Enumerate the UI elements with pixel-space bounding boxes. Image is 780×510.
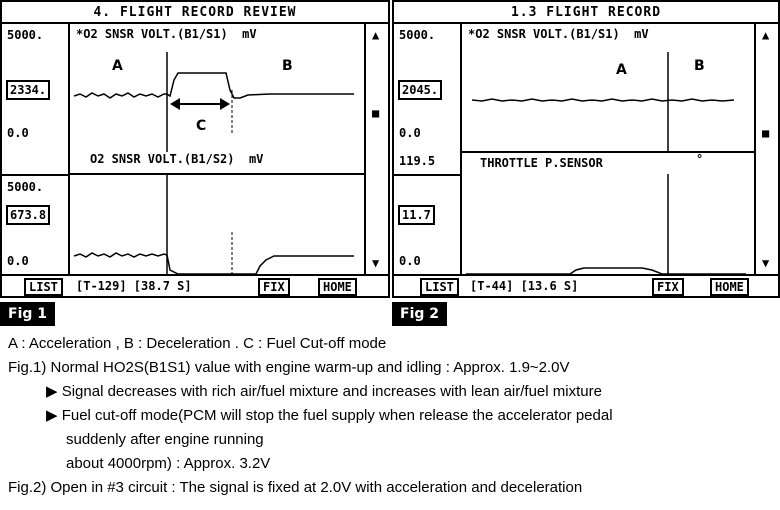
fig2-scan-screen: 1.3 FLIGHT RECORD 5000. 2045. 0.0 119.5 … <box>392 0 780 298</box>
fig1-scroll-up-button[interactable]: ▲ <box>372 28 380 42</box>
fig1-record-info: [T-129] [38.7 S] <box>76 279 192 293</box>
fig1-lower-trace <box>73 252 354 275</box>
explanation-notes: A : Acceleration , B : Deceleration . C … <box>8 332 613 500</box>
fig1-scroll-down-button[interactable]: ▼ <box>372 256 380 270</box>
fig2-tag: Fig 2 <box>392 302 447 326</box>
fig1-scroll-thumb[interactable]: ■ <box>372 106 380 120</box>
fig2-lower-min: 0.0 <box>399 254 421 268</box>
fig1-zone-c: C <box>196 118 207 134</box>
fig2-upper-trace <box>471 98 735 102</box>
fig1-note: Fig.1) Normal HO2S(B1S1) value with engi… <box>8 359 570 376</box>
fig2-upper-current: 2045. <box>398 80 443 100</box>
fig2-list-button[interactable]: LIST <box>420 278 459 296</box>
fig2-graph-svg <box>462 52 754 275</box>
bullet-2-continued-1: suddenly after engine running <box>66 431 264 448</box>
fig1-graph-svg <box>70 52 364 275</box>
fig1-lower-max: 5000. <box>7 180 44 194</box>
fig2-graph-area: *O2 SNSR VOLT.(B1/S1) mV THROTTLE P.SENS… <box>462 24 754 276</box>
fig2-record-info: [T-44] [13.6 S] <box>470 279 579 293</box>
legend-line: A : Acceleration , B : Deceleration . C … <box>8 335 387 352</box>
fig1-scan-screen: 4. FLIGHT RECORD REVIEW 5000. 2334. 0.0 … <box>0 0 390 298</box>
fig1-c-arrow-right <box>220 98 230 110</box>
fig2-zone-b: B <box>694 58 705 74</box>
fig1-fix-button[interactable]: FIX <box>258 278 290 296</box>
bullet-2-continued-2: about 4000rpm) : Approx. 3.2V <box>66 455 271 472</box>
fig1-value-column: 5000. 2334. 0.0 5000. 673.8 0.0 <box>2 24 70 276</box>
fig2-left-divider <box>394 174 460 176</box>
fig1-lower-current: 673.8 <box>6 205 51 225</box>
fig1-graph-area: *O2 SNSR VOLT.(B1/S1) mV O2 SNSR VOLT.(B… <box>70 24 364 276</box>
fig1-tag: Fig 1 <box>0 302 55 326</box>
fig1-footer: LIST [T-129] [38.7 S] FIX HOME <box>2 274 388 296</box>
fig1-lower-min: 0.0 <box>7 254 29 268</box>
fig2-title: 1.3 FLIGHT RECORD <box>394 2 778 24</box>
fig2-lower-current: 11.7 <box>398 205 435 225</box>
fig2-value-column: 5000. 2045. 0.0 119.5 11.7 0.0 <box>394 24 462 276</box>
fig2-upper-label: *O2 SNSR VOLT.(B1/S1) mV <box>468 27 649 41</box>
fig2-home-button[interactable]: HOME <box>710 278 749 296</box>
fig2-footer: LIST [T-44] [13.6 S] FIX HOME <box>394 274 778 296</box>
fig2-zone-a: A <box>616 62 627 78</box>
fig1-upper-label: *O2 SNSR VOLT.(B1/S1) mV <box>76 27 257 41</box>
fig2-scroll-up-button[interactable]: ▲ <box>762 28 770 42</box>
fig2-lower-trace <box>466 267 746 275</box>
fig1-left-divider <box>2 174 68 176</box>
bullet-1: ▶ Signal decreases with rich air/fuel mi… <box>46 383 602 400</box>
fig1-zone-a: A <box>112 58 123 74</box>
fig1-title: 4. FLIGHT RECORD REVIEW <box>2 2 388 24</box>
fig1-upper-min: 0.0 <box>7 126 29 140</box>
fig2-scroll-thumb[interactable]: ■ <box>762 126 770 140</box>
fig1-upper-trace <box>73 72 354 99</box>
fig2-note: Fig.2) Open in #3 circuit : The signal i… <box>8 479 583 496</box>
fig1-lower-label: O2 SNSR VOLT.(B1/S2) mV <box>90 152 264 166</box>
fig1-home-button[interactable]: HOME <box>318 278 357 296</box>
fig2-lower-label: THROTTLE P.SENSOR <box>480 156 603 170</box>
fig2-upper-min: 0.0 <box>399 126 421 140</box>
fig1-list-button[interactable]: LIST <box>24 278 63 296</box>
fig2-fix-button[interactable]: FIX <box>652 278 684 296</box>
fig2-scroll-down-button[interactable]: ▼ <box>762 256 770 270</box>
fig1-upper-max: 5000. <box>7 28 44 42</box>
fig2-lower-unit: ° <box>696 152 704 166</box>
fig1-scroll-column[interactable]: ▲ ■ ▼ <box>364 24 388 276</box>
fig1-c-arrow-left <box>170 98 180 110</box>
bullet-2: ▶ Fuel cut-off mode(PCM will stop the fu… <box>46 407 613 424</box>
fig2-scroll-column[interactable]: ▲ ■ ▼ <box>754 24 778 276</box>
fig1-zone-b: B <box>282 58 293 74</box>
fig1-upper-current: 2334. <box>6 80 51 100</box>
fig2-upper-max: 5000. <box>399 28 436 42</box>
fig2-lower-max: 119.5 <box>399 154 436 168</box>
